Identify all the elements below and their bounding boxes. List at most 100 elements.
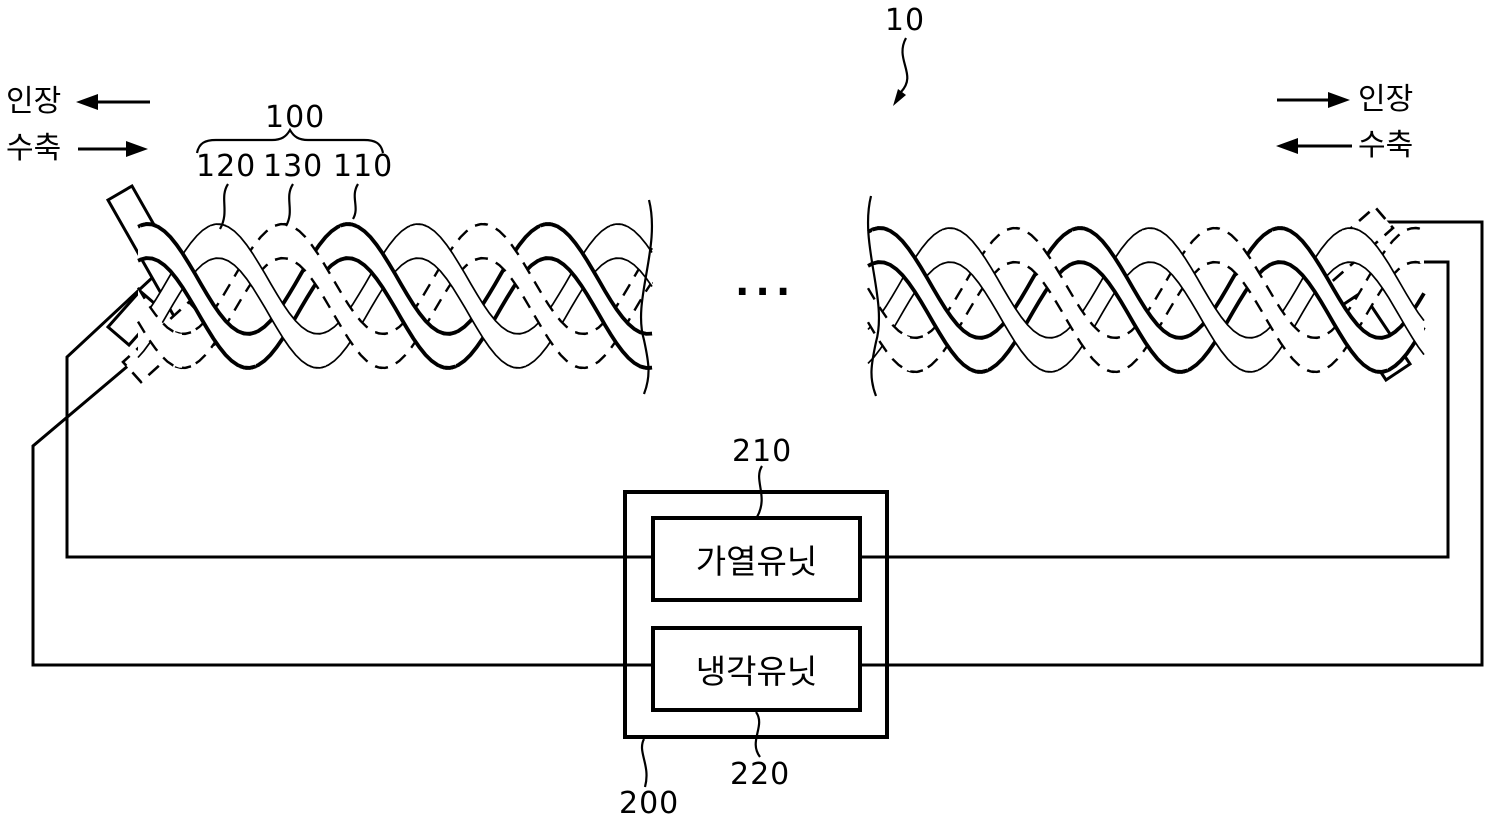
braid-ribbon-fill bbox=[1272, 228, 1388, 372]
braid-ribbon-edge bbox=[139, 222, 257, 336]
braid-ribbon-fill bbox=[210, 224, 326, 368]
braid-ribbon-fill bbox=[1172, 228, 1288, 372]
braid-ribbon-fill bbox=[972, 228, 1088, 372]
wire-cooling-right bbox=[860, 220, 1484, 667]
braid-ribbon-fill bbox=[175, 224, 291, 368]
cooling-unit-label: 냉각유닛 bbox=[695, 652, 818, 691]
tension-label-right: 인장 bbox=[1358, 82, 1414, 117]
brace-100 bbox=[195, 127, 385, 154]
leader-10-arrowhead bbox=[893, 89, 906, 106]
braid-ribbon-fill bbox=[942, 228, 1058, 372]
leader-130 bbox=[285, 183, 294, 227]
braid-ribbon-edge bbox=[539, 256, 653, 370]
braid-ribbon-edge bbox=[209, 257, 327, 369]
braid-ribbon-fill bbox=[410, 224, 526, 368]
contraction-label-right: 수축 bbox=[1358, 128, 1414, 163]
braid-ribbon-edge bbox=[871, 226, 989, 340]
braid-ribbon-edge bbox=[1041, 227, 1159, 339]
braid-ribbon-edge bbox=[866, 321, 924, 374]
contraction-arrowhead-left bbox=[126, 141, 148, 157]
annotation-layer bbox=[76, 37, 1352, 788]
braid-ribbon-fill bbox=[275, 224, 391, 368]
braid-ribbon-fill bbox=[1142, 228, 1258, 372]
heating-unit-label: 가열유닛 bbox=[695, 542, 818, 581]
braid-ribbon-fill bbox=[868, 288, 923, 372]
ref-label-120: 120 bbox=[196, 149, 257, 184]
wire-cooling-left bbox=[31, 325, 653, 667]
braid-ribbon-fill bbox=[1007, 228, 1123, 372]
braid-ribbon-fill bbox=[440, 224, 556, 368]
braid-ribbon-edge bbox=[239, 222, 357, 336]
braid-ribbon-fill bbox=[140, 224, 256, 368]
braid-ribbon-fill bbox=[1307, 228, 1423, 372]
tension-label-left: 인장 bbox=[6, 84, 62, 119]
braid-ribbon-edge bbox=[1141, 227, 1259, 339]
ref-label-110: 110 bbox=[333, 149, 394, 184]
braid-ribbon-fill bbox=[475, 224, 591, 368]
braid-ribbon-edge bbox=[1071, 260, 1189, 374]
wiring-layer bbox=[31, 220, 1484, 667]
braid-ribbon-fill bbox=[1407, 228, 1424, 265]
braid-ribbon-edge bbox=[539, 222, 653, 336]
braid-ribbon-fill bbox=[340, 224, 456, 368]
braid-ribbon-fill bbox=[310, 224, 426, 368]
braid-ribbon-fill bbox=[540, 224, 652, 368]
ellipsis: ... bbox=[735, 260, 797, 304]
tension-arrowhead-right bbox=[1328, 92, 1350, 108]
braid-ribbon-fill bbox=[575, 248, 652, 368]
braid-ribbon-edge bbox=[941, 227, 1059, 339]
braid-ribbon-fill bbox=[375, 224, 491, 368]
braid-ribbon-edge bbox=[309, 223, 427, 335]
tension-arrowhead-left bbox=[76, 94, 98, 110]
braid-ribbon-fill bbox=[872, 228, 988, 372]
braid-ribbon-edge bbox=[1171, 260, 1289, 374]
braid-ribbon-edge bbox=[339, 222, 457, 336]
braid-ribbon-fill bbox=[510, 224, 626, 368]
leader-210 bbox=[756, 465, 763, 518]
braid-ribbon-edge bbox=[574, 281, 654, 370]
braid-ribbon-fill bbox=[240, 224, 356, 368]
braid-ribbon-edge bbox=[1171, 226, 1289, 340]
braid-ribbon-edge bbox=[409, 223, 527, 335]
braid-ribbon-edge bbox=[1141, 261, 1259, 373]
braid-ribbon-edge bbox=[971, 226, 1089, 340]
braid-ribbon-edge bbox=[409, 257, 527, 369]
braid-ribbon-edge bbox=[1271, 260, 1389, 374]
wire-heating-left bbox=[65, 248, 653, 559]
braid-ribbon-edge bbox=[1406, 226, 1425, 232]
braid-ribbon-fill bbox=[1242, 228, 1358, 372]
heating-unit-box bbox=[651, 516, 862, 602]
braid-ribbon-edge bbox=[339, 256, 457, 370]
braid-ribbon-edge bbox=[1041, 261, 1159, 373]
ref-label-200: 200 bbox=[619, 786, 680, 821]
ref-label-210: 210 bbox=[732, 434, 793, 469]
braid-ribbon-edge bbox=[309, 257, 427, 369]
braid-ribbon-edge bbox=[871, 260, 989, 374]
braid-ribbon-edge bbox=[509, 257, 627, 369]
braided-actuator-right bbox=[866, 226, 1426, 374]
braid-ribbon-edge bbox=[1341, 261, 1425, 356]
break-line-left bbox=[639, 199, 654, 395]
braid-ribbon-edge bbox=[1271, 226, 1389, 340]
braid-ribbon-edge bbox=[439, 222, 557, 336]
contraction-arrowhead-right bbox=[1276, 138, 1298, 154]
braid-ribbon-edge bbox=[866, 287, 924, 340]
cooling-unit-box bbox=[651, 626, 862, 712]
braid-ribbon-fill bbox=[1107, 228, 1223, 372]
braid-ribbon-edge bbox=[1241, 261, 1359, 373]
braid-ribbon-fill bbox=[1207, 228, 1323, 372]
braid-ribbon-edge bbox=[209, 223, 327, 335]
braid-ribbon-edge bbox=[439, 256, 557, 370]
ref-label-220: 220 bbox=[730, 757, 791, 792]
braid-ribbon-edge bbox=[136, 286, 192, 336]
ref-label-130: 130 bbox=[263, 149, 324, 184]
controller-box bbox=[623, 490, 889, 739]
braid-ribbon-fill bbox=[138, 287, 191, 368]
leader-110 bbox=[352, 183, 359, 220]
braid-ribbon-fill bbox=[1042, 228, 1158, 372]
braid-ribbon-edge bbox=[509, 223, 627, 335]
leader-200 bbox=[640, 738, 648, 788]
leader-220 bbox=[754, 711, 761, 758]
